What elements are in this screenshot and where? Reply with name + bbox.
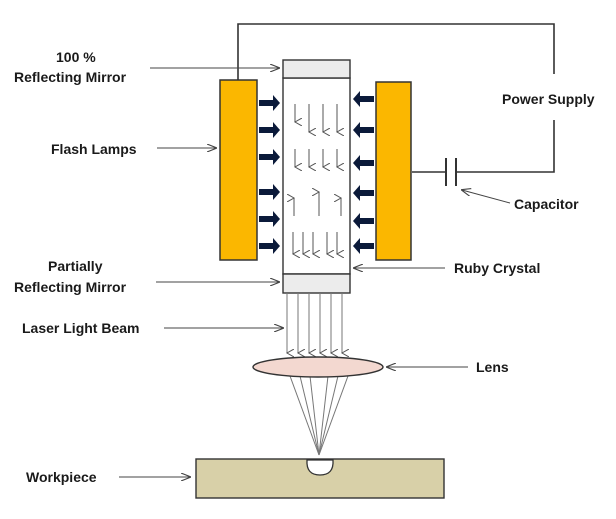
pump-arrow-icon bbox=[259, 95, 280, 111]
focused-beam bbox=[289, 375, 349, 456]
power-supply-wiring bbox=[237, 23, 555, 186]
pump-arrow-icon bbox=[353, 213, 374, 229]
flash-lamp-right bbox=[375, 81, 412, 261]
label-workpiece: Workpiece bbox=[26, 469, 97, 485]
label-full-mirror-line2: Reflecting Mirror bbox=[14, 69, 127, 85]
pump-arrow-icon bbox=[259, 184, 280, 200]
pump-arrow-icon bbox=[353, 155, 374, 171]
laser-beam bbox=[287, 293, 342, 353]
pump-arrow-icon bbox=[259, 211, 280, 227]
partial-reflecting-mirror bbox=[282, 273, 351, 294]
label-full-mirror-line1: 100 % bbox=[56, 49, 96, 65]
label-ruby-crystal: Ruby Crystal bbox=[454, 260, 540, 276]
pump-arrow-icon bbox=[353, 122, 374, 138]
label-partial-mirror-line1: Partially bbox=[48, 258, 103, 274]
ruby-crystal-body bbox=[282, 77, 351, 275]
flash-lamp-left bbox=[219, 79, 258, 261]
lens bbox=[252, 356, 384, 378]
weld-cavity bbox=[306, 459, 334, 476]
pump-arrow-icon bbox=[259, 149, 280, 165]
pointer-arrows bbox=[119, 68, 511, 477]
pump-arrow-icon bbox=[259, 122, 280, 138]
label-flash-lamps: Flash Lamps bbox=[51, 141, 137, 157]
pump-arrow-icon bbox=[353, 238, 374, 254]
label-partial-mirror-line2: Reflecting Mirror bbox=[14, 279, 127, 295]
label-capacitor: Capacitor bbox=[514, 196, 579, 212]
photon-arrows bbox=[293, 104, 341, 254]
label-lens: Lens bbox=[476, 359, 509, 375]
label-power-supply: Power Supply bbox=[502, 91, 595, 107]
full-reflecting-mirror bbox=[282, 59, 351, 79]
pump-arrow-icon bbox=[259, 238, 280, 254]
label-laser-beam: Laser Light Beam bbox=[22, 320, 139, 336]
pump-arrow-icon bbox=[353, 91, 374, 107]
pump-arrow-icon bbox=[353, 185, 374, 201]
pump-arrows bbox=[259, 91, 374, 254]
